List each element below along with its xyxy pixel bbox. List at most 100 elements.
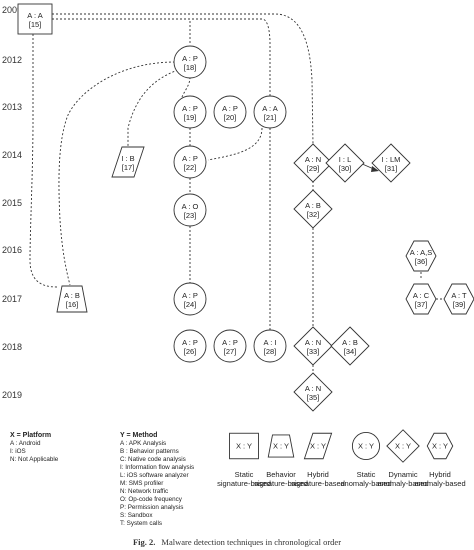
node-label: A : N	[305, 338, 321, 347]
hexagon-shape	[405, 283, 437, 315]
year-label: 2014	[2, 150, 22, 160]
node-ref: [23]	[184, 211, 197, 220]
legend-item: C: Native code analysis	[120, 456, 186, 463]
diamond-shape	[293, 189, 333, 229]
shape-key-label: signature-based	[291, 479, 345, 488]
shape-key-label: Hybrid	[307, 470, 329, 479]
node-ref: [35]	[307, 393, 320, 402]
legend-item: N: Not Applicable	[10, 456, 59, 463]
node-ref: [20]	[224, 113, 237, 122]
node-18: A : P[18]	[173, 45, 207, 79]
trapezoid-key-shape	[267, 434, 295, 458]
edge-18-17	[127, 69, 179, 150]
circle-shape	[173, 145, 207, 179]
node-ref: [21]	[264, 113, 277, 122]
year-label: 2015	[2, 198, 22, 208]
diamond-key-shape	[386, 429, 420, 463]
shape-key-symbol: X : Y	[432, 442, 448, 451]
year-label: 2013	[2, 102, 22, 112]
node-label: A : I	[264, 338, 277, 347]
node-label: A : A	[262, 104, 277, 113]
node-17: I : B[17]	[111, 146, 145, 178]
node-ref: [31]	[385, 164, 398, 173]
legend-item: T: System calls	[120, 520, 162, 527]
node-label: A : P	[182, 291, 198, 300]
legend-item: A : Android	[10, 440, 41, 447]
node-label: A : P	[182, 54, 198, 63]
shape-key-label: anomaly-based	[377, 479, 428, 488]
arrowhead	[371, 166, 379, 172]
hexagon-shape	[443, 283, 474, 315]
node-label: A : T	[451, 291, 467, 300]
node-15: A : A[15]	[17, 3, 53, 35]
shape-key-label: signature-based	[217, 479, 271, 488]
shape-key-label: signature-based	[254, 479, 308, 488]
legend-item: M: SMS profiler	[120, 480, 164, 487]
node-ref: [30]	[339, 164, 352, 173]
node-23: A : O[23]	[173, 193, 207, 227]
node-33: A : N[33]	[293, 326, 333, 366]
legend-item: P: Permission analysis	[120, 504, 184, 511]
node-ref: [24]	[184, 300, 197, 309]
edge-15-16	[29, 34, 58, 288]
node-24: A : P[24]	[173, 282, 207, 316]
shape-key-label: anomaly-based	[340, 479, 391, 488]
legend-item: B : Behavior patterns	[120, 448, 179, 455]
node-ref: [27]	[224, 347, 237, 356]
legend-item: N: Network traffic	[120, 488, 169, 495]
circle-shape	[213, 329, 247, 363]
node-22: A : P[22]	[173, 145, 207, 179]
node-ref: [22]	[184, 163, 197, 172]
edge-18-19	[181, 76, 191, 98]
node-label: A : P	[182, 104, 198, 113]
legend-item: A : APK Analysis	[120, 440, 167, 447]
square-shape	[17, 3, 53, 35]
hexagon-key-shape	[426, 432, 454, 460]
node-30: I : L[30]	[325, 143, 365, 183]
node-label: A : A,S	[410, 248, 433, 257]
node-label: A : P	[222, 338, 238, 347]
node-label: I : B	[121, 154, 134, 163]
node-21: A : A[21]	[253, 95, 287, 129]
node-ref: [26]	[184, 347, 197, 356]
shape-key-symbol: X : Y	[395, 442, 411, 451]
edge-15-18	[52, 18, 191, 43]
node-31: I : LM[31]	[371, 143, 411, 183]
node-ref: [39]	[453, 300, 466, 309]
diamond-shape	[330, 326, 370, 366]
circle-key-shape	[351, 431, 381, 461]
node-20: A : P[20]	[213, 95, 247, 129]
parallelogram-shape	[111, 146, 145, 178]
trapezoid-shape	[56, 285, 88, 313]
square-key-shape	[229, 432, 259, 460]
edges	[29, 13, 445, 373]
node-label: A : P	[182, 154, 198, 163]
method-legend-title: Y = Method	[120, 432, 158, 439]
circle-shape	[213, 95, 247, 129]
diamond-shape	[293, 143, 333, 183]
node-label: A : C	[413, 291, 430, 300]
node-label: A : P	[222, 104, 238, 113]
circle-shape	[173, 45, 207, 79]
node-label: A : A	[27, 11, 42, 20]
node-label: I : L	[339, 155, 352, 164]
edge-15-21	[52, 18, 271, 97]
node-label: A : O	[182, 202, 199, 211]
node-ref: [37]	[415, 300, 428, 309]
hexagon-shape	[405, 240, 437, 272]
node-36: A : A,S[36]	[405, 240, 437, 272]
node-label: A : N	[305, 384, 321, 393]
figure-caption: Fig. 2.Malware detection techniques in c…	[0, 537, 474, 547]
shape-key-symbol: X : Y	[310, 442, 326, 451]
node-label: A : B	[64, 291, 80, 300]
legend-item: S: Sandbox	[120, 512, 153, 519]
edge-15-29	[52, 13, 314, 146]
